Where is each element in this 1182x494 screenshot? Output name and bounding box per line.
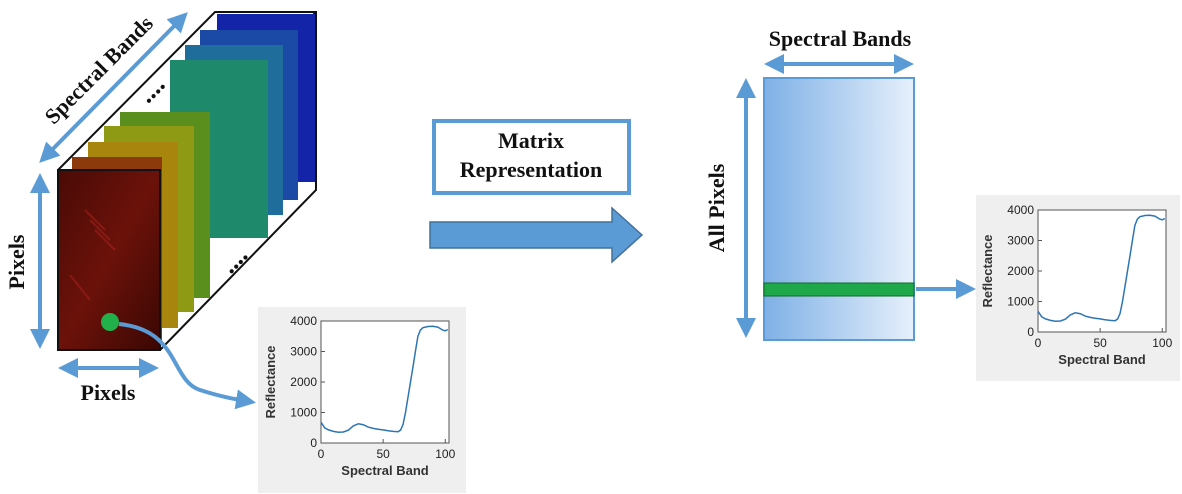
ellipsis-front: .... <box>214 240 253 279</box>
y-tick-label: 3000 <box>290 345 317 359</box>
x-tick-label: 100 <box>435 447 455 461</box>
y-axis-label: Reflectance <box>263 346 278 419</box>
process-box-line1: Matrix <box>498 128 564 153</box>
x-tick-label: 100 <box>1152 336 1172 350</box>
plot-frame <box>320 320 450 444</box>
spectrum-series-line <box>1037 214 1166 323</box>
x-tick-label: 50 <box>376 447 390 461</box>
process-box-line2: Representation <box>460 157 603 182</box>
y-axis-label: Reflectance <box>980 235 995 308</box>
cube-spectral-bands-label: Spectral Bands <box>40 10 159 129</box>
cube-pixels-vertical-label: Pixels <box>4 234 29 289</box>
y-tick-label: 0 <box>310 436 317 450</box>
x-tick-label: 0 <box>1035 336 1042 350</box>
pixel-to-spectrum-arrow <box>118 322 256 410</box>
y-tick-label: 0 <box>1027 325 1034 339</box>
ellipsis-top: .... <box>132 70 171 109</box>
front-slice-texture <box>69 209 116 301</box>
y-tick-label: 2000 <box>1007 264 1034 278</box>
x-tick-label: 50 <box>1093 336 1107 350</box>
y-tick-label: 1000 <box>290 406 317 420</box>
y-tick-label: 3000 <box>1007 234 1034 248</box>
transform-arrow <box>429 206 644 264</box>
x-axis-label: Spectral Band <box>1058 352 1145 367</box>
matrix-pixel-row <box>763 282 915 297</box>
spectral-bands-arrow <box>39 12 188 163</box>
matrix-spectral-bands-label: Spectral Bands <box>769 26 912 51</box>
spectrum-series-line <box>320 325 449 434</box>
x-tick-label: 0 <box>318 447 325 461</box>
pixel-matrix: Spectral Bands All Pixels <box>704 26 976 341</box>
x-axis-label: Spectral Band <box>341 463 428 478</box>
plot-frame <box>1037 209 1167 333</box>
front-band-slice <box>57 169 161 351</box>
y-tick-label: 4000 <box>290 314 317 328</box>
matrix-representation-box <box>432 119 631 195</box>
y-tick-label: 1000 <box>1007 295 1034 309</box>
pixel-marker <box>101 313 119 331</box>
y-tick-label: 2000 <box>290 375 317 389</box>
y-tick-label: 4000 <box>1007 203 1034 217</box>
matrix-rectangle <box>763 77 915 341</box>
all-pixels-label: All Pixels <box>704 163 729 252</box>
cube-pixels-horizontal-label: Pixels <box>81 380 136 405</box>
